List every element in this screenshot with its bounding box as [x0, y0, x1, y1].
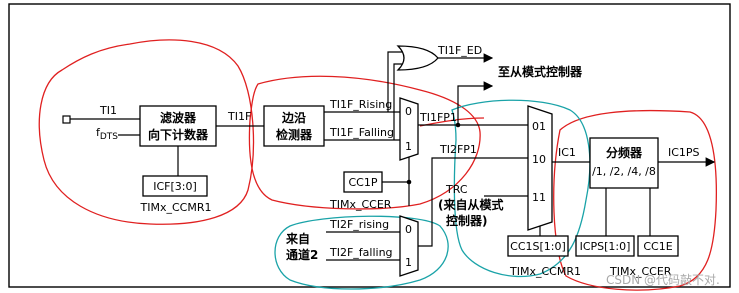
- falling-label: TI1F_Falling: [329, 126, 394, 139]
- cc1p-junction: [406, 179, 412, 185]
- edge-label-line2: 检测器: [276, 127, 313, 142]
- cc1p-register-box: [343, 171, 383, 193]
- diagram-frame: [8, 3, 731, 288]
- rising-to-or-wire: [387, 51, 402, 112]
- ti1fp1-label: TI1FP1: [419, 111, 457, 124]
- cc1s-register-label: CC1S[1:0]: [510, 240, 566, 253]
- icps-register-label: ICPS[1:0]: [580, 240, 631, 253]
- or-output-label: TI1F_ED: [437, 44, 482, 57]
- ccer-left-label: TIMx_CCER: [329, 198, 392, 211]
- icf-register-label: ICF[3:0]: [153, 180, 197, 193]
- cc1e-register-label: CC1E: [643, 240, 672, 253]
- cc1s-register-box: [507, 235, 569, 257]
- channel2-mux-0: 0: [405, 223, 412, 236]
- polarity-mux-1: 1: [405, 140, 412, 153]
- red-annotation-edge: [248, 75, 481, 210]
- falling-to-or-wire: [393, 63, 402, 140]
- filter-label-line1: 滤波器: [160, 110, 197, 125]
- filter-label-line2: 向下计数器: [148, 127, 209, 142]
- polarity-mux: [399, 97, 419, 161]
- ccmr1-left-label: TIMx_CCMR1: [140, 201, 212, 214]
- teal-annotation-mux: [451, 99, 591, 278]
- or-gate: [396, 45, 439, 71]
- ccer-right-label: TIMx_CCER: [609, 265, 672, 278]
- cc1s-mux-10: 10: [532, 153, 546, 166]
- ti2fp1-label: TI2FP1: [439, 143, 477, 156]
- ch2-label-line1: 来自: [285, 231, 310, 246]
- trc-note-line1: (来自从模式: [438, 197, 504, 212]
- ti1f-label: TI1F: [227, 110, 251, 123]
- red-annotation-filter: [38, 39, 255, 225]
- ti1fp1-junction: [455, 122, 461, 128]
- ti2-rising-label: TI2F_rising: [329, 218, 389, 231]
- edge-detector-box: [263, 105, 325, 147]
- prescaler-label-line2: /1, /2, /4, /8: [592, 165, 656, 178]
- ti2fp1-wire: [418, 157, 528, 247]
- polarity-mux-0: 0: [405, 105, 412, 118]
- channel2-mux-1: 1: [405, 256, 412, 269]
- ch2-label-line2: 通道2: [286, 247, 318, 262]
- ccmr1-right-label: TIMx_CCMR1: [509, 265, 581, 278]
- trc-note-line2: 控制器): [446, 213, 488, 228]
- cc1p-register-label: CC1P: [349, 176, 378, 189]
- channel2-mux: [399, 215, 419, 277]
- rising-label: TI1F_Rising: [329, 98, 392, 111]
- cc1s-mux: [527, 105, 553, 231]
- cc1e-register-box: [637, 235, 679, 257]
- ic1-label: IC1: [558, 146, 576, 159]
- ti2-falling-label: TI2F_falling: [329, 246, 393, 259]
- trc-label: TRC: [445, 183, 468, 196]
- cc1s-mux-01: 01: [532, 120, 546, 133]
- to-slave-label: 至从模式控制器: [498, 64, 583, 79]
- icps-register-box: [575, 235, 635, 257]
- fdts-label: fDTS: [96, 126, 118, 142]
- prescaler-label-line1: 分频器: [606, 145, 643, 160]
- teal-annotation-channel2: [274, 215, 449, 290]
- ti1-label: TI1: [99, 104, 117, 117]
- ti1fp1-to-slave-wire: [457, 81, 494, 125]
- edge-label-line1: 边沿: [281, 110, 306, 125]
- prescaler-box: [589, 137, 659, 189]
- icf-register-box: [142, 175, 208, 197]
- watermark-text: CSDN @代码敲不对.: [606, 272, 720, 287]
- cc1s-mux-11: 11: [532, 191, 546, 204]
- input-pin-square: [62, 115, 71, 124]
- ic1ps-label: IC1PS: [668, 146, 700, 159]
